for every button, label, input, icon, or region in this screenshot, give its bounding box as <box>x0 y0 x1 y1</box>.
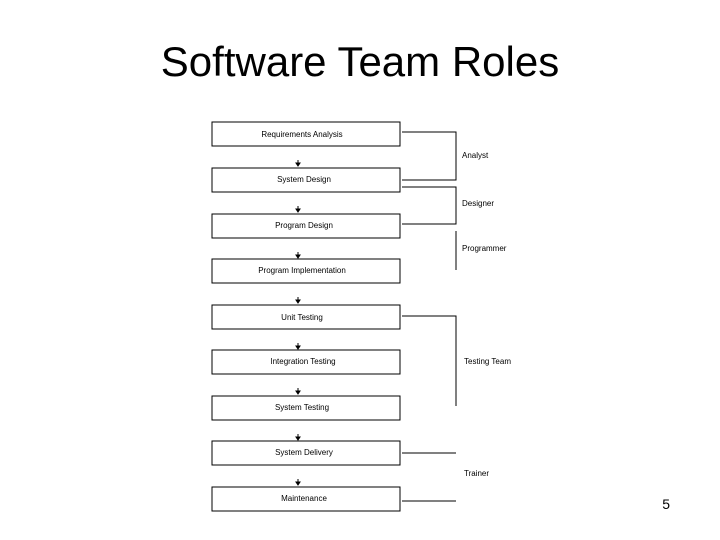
arrow-2 <box>295 206 301 213</box>
role-label-designer: Designer <box>462 199 494 208</box>
page-number: 5 <box>662 496 670 512</box>
stage-box-program-implementation <box>211 258 401 284</box>
arrow-7 <box>295 434 301 441</box>
stage-box-system-testing <box>211 395 401 421</box>
stage-label-system-testing: System Testing <box>275 403 329 412</box>
role-label-trainer: Trainer <box>464 469 489 478</box>
bracket-designer <box>402 186 457 225</box>
stage-label-system-delivery: System Delivery <box>275 448 333 457</box>
stage-label-program-design: Program Design <box>275 221 333 230</box>
stage-box-integration-testing <box>211 349 401 375</box>
role-label-testing-team: Testing Team <box>464 357 511 366</box>
stage-label-integration-testing: Integration Testing <box>270 357 335 366</box>
arrow-1 <box>295 160 301 167</box>
slide-title: Software Team Roles <box>160 38 560 85</box>
role-label-programmer: Programmer <box>462 244 507 253</box>
stage-label-unit-testing: Unit Testing <box>281 313 323 322</box>
stage-boxes <box>211 121 401 512</box>
arrow-5 <box>295 343 301 350</box>
arrow-4 <box>295 297 301 304</box>
stage-box-system-design <box>211 167 401 193</box>
stage-label-system-design: System Design <box>277 175 331 184</box>
stage-label-requirements-analysis: Requirements Analysis <box>261 130 342 139</box>
stage-label-program-implementation: Program Implementation <box>258 266 346 275</box>
role-brackets <box>402 131 457 502</box>
stage-box-maintenance <box>211 486 401 512</box>
bracket-testing-team <box>402 315 457 406</box>
stage-box-unit-testing <box>211 304 401 330</box>
bracket-trainer <box>402 452 456 502</box>
bracket-analyst <box>402 131 457 181</box>
role-label-analyst: Analyst <box>462 151 489 160</box>
arrow-6 <box>295 388 301 395</box>
stage-box-requirements-analysis <box>211 121 401 147</box>
stage-arrows <box>295 160 301 486</box>
arrow-3 <box>295 252 301 259</box>
stage-box-program-design <box>211 213 401 239</box>
stage-box-system-delivery <box>211 440 401 466</box>
arrow-8 <box>295 479 301 486</box>
stage-label-maintenance: Maintenance <box>281 494 327 503</box>
